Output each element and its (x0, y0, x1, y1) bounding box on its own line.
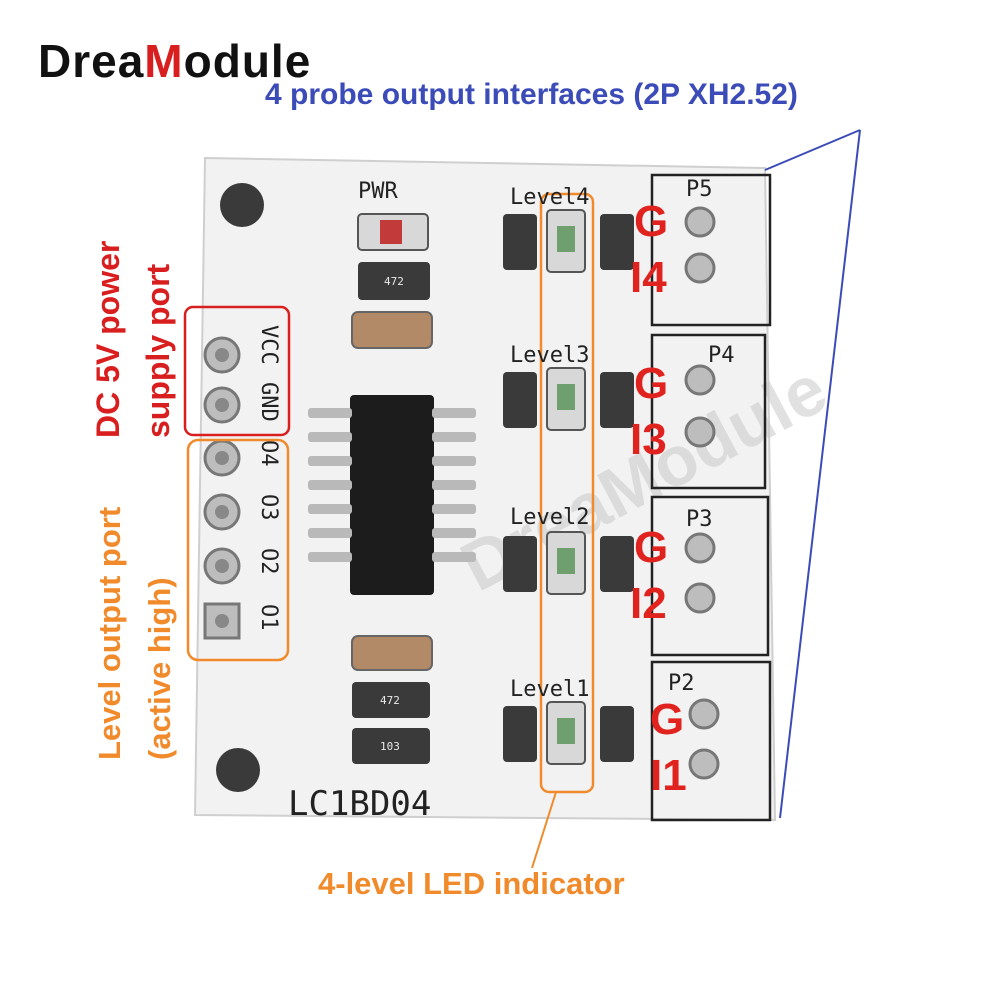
brand-logo: DreaModule (38, 35, 312, 87)
probe-connectors (650, 173, 772, 822)
led-indicator-caption: 4-level LED indicator (318, 866, 625, 901)
svg-text:I4: I4 (630, 253, 667, 302)
level-label: Level3 (510, 343, 589, 368)
board-model-label: LC1BD04 (288, 784, 431, 824)
svg-text:G: G (634, 359, 668, 408)
pin-label-o2: O2 (256, 548, 281, 575)
svg-text:472: 472 (380, 694, 400, 707)
probe-callout-line (779, 129, 861, 819)
mounting-hole (220, 183, 264, 227)
svg-text:I2: I2 (630, 579, 667, 628)
pin-label-o3: O3 (256, 494, 281, 521)
svg-text:G: G (634, 523, 668, 572)
led-column-highlight (539, 192, 595, 794)
led-callout-line (531, 791, 557, 869)
port-label: P4 (708, 343, 735, 368)
pin-label-gnd: GND (256, 382, 281, 422)
dc-power-caption-line2: supply port (140, 263, 176, 438)
port-label: P3 (686, 507, 713, 532)
level-output-caption-line2: (active high) (142, 577, 177, 760)
pwr-label: PWR (358, 179, 398, 204)
ic-chip (308, 395, 476, 595)
svg-text:G: G (634, 197, 668, 246)
port-label: P5 (686, 177, 713, 202)
pin-label-vcc: VCC (256, 325, 281, 365)
probe-output-caption: 4 probe output interfaces (2P XH2.52) (265, 78, 798, 111)
level-label: Level4 (510, 185, 589, 210)
resistor (352, 728, 430, 764)
level-rows: Level4 Level3 Level2 Level1 (503, 185, 634, 765)
header-pins (203, 336, 241, 640)
svg-text:103: 103 (380, 740, 400, 753)
dc-power-caption-line1: DC 5V power (90, 240, 126, 438)
connector-pins (684, 206, 720, 780)
port-label: P2 (668, 671, 695, 696)
capacitor (351, 311, 433, 349)
level-label: Level1 (510, 677, 589, 702)
pin-label-o4: O4 (256, 440, 281, 467)
pin-label-o1: O1 (256, 604, 281, 631)
pwr-resistor (358, 262, 430, 300)
svg-text:I1: I1 (650, 751, 687, 800)
mounting-hole (216, 748, 260, 792)
level-label: Level2 (510, 505, 589, 530)
level-port-highlight (186, 438, 290, 662)
capacitor (351, 635, 433, 671)
svg-text:472: 472 (384, 275, 404, 288)
resistor (352, 682, 430, 718)
svg-text:G: G (650, 695, 684, 744)
svg-text:I3: I3 (630, 415, 667, 464)
probe-markers: G I4 G I3 G I2 G I1 (630, 197, 687, 800)
pcb-board (193, 156, 777, 822)
level-output-caption-line1: Level output port (92, 506, 127, 760)
power-port-highlight (183, 305, 291, 437)
probe-callout-line (764, 129, 861, 171)
